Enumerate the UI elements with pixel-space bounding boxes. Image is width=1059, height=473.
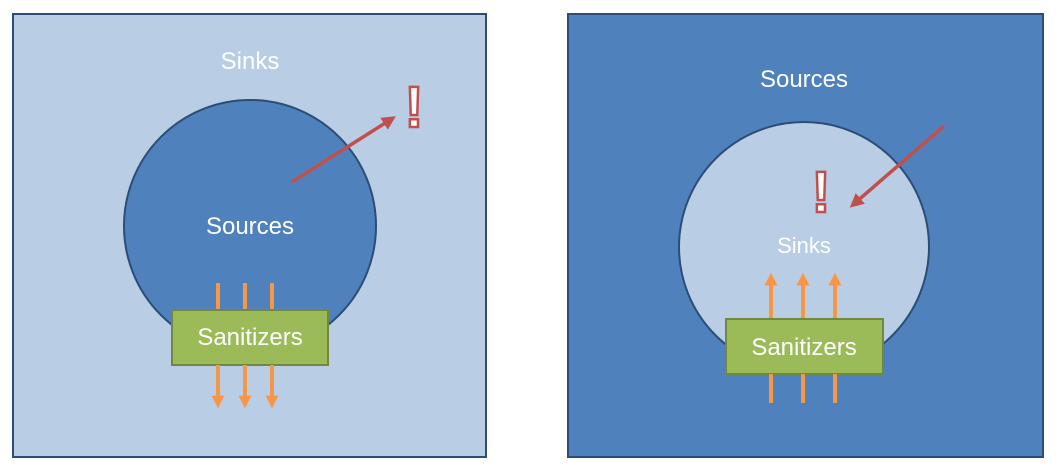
left-outer-label: Sinks	[221, 48, 280, 75]
right-flow-arrows-bottom	[769, 374, 837, 403]
left-breach-arrow	[291, 116, 396, 184]
left-inner-label: Sources	[206, 213, 294, 240]
left-panel: Sinks Sources ! Sanitizers	[12, 13, 487, 458]
right-alert-icon: !	[811, 160, 830, 225]
left-flow-arrows-bottom	[211, 365, 279, 409]
right-breach-arrow	[849, 124, 946, 208]
right-panel: Sources Sinks ! Sanitizers	[567, 13, 1044, 458]
right-inner-label: Sinks	[777, 233, 831, 258]
left-flow-arrows-top	[216, 283, 274, 310]
left-alert-icon: !	[404, 75, 423, 140]
right-outer-label: Sources	[760, 66, 848, 93]
right-sanitizer-label: Sanitizers	[751, 334, 856, 361]
left-sanitizer-label: Sanitizers	[197, 324, 302, 351]
left-sanitizer-box	[171, 309, 329, 366]
right-flow-arrows-top	[764, 272, 842, 319]
right-sanitizer-box	[725, 318, 884, 375]
